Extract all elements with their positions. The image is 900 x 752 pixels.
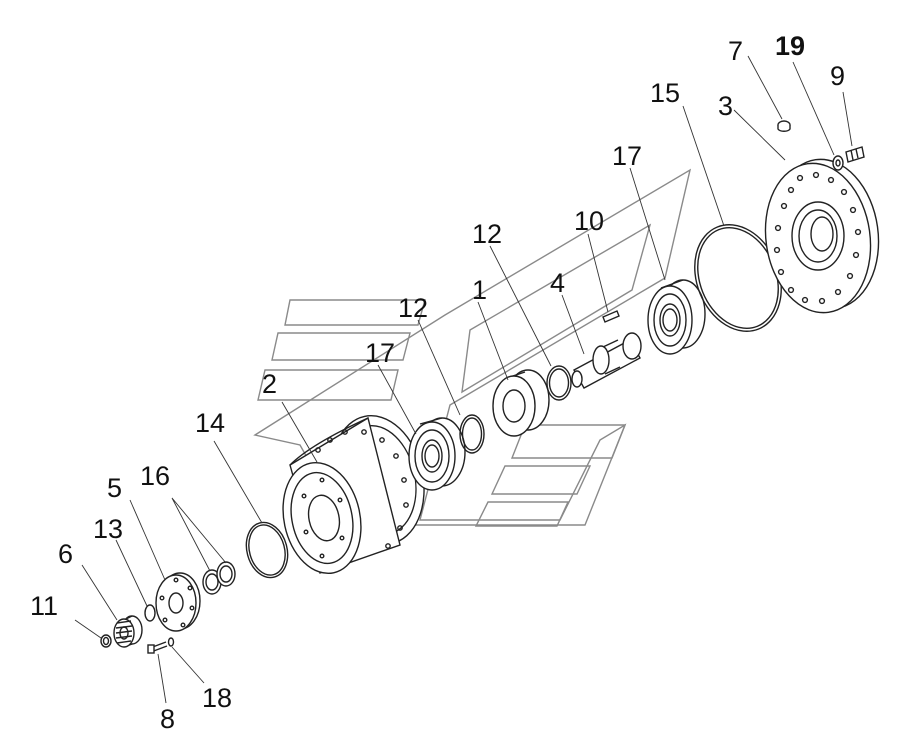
label-part-11: 11 xyxy=(30,591,58,621)
leader-lines xyxy=(74,55,853,704)
part-1-bearing xyxy=(492,369,550,437)
label-part-14: 14 xyxy=(195,408,225,438)
label-part-2: 2 xyxy=(262,369,277,399)
part-3-end-cover xyxy=(764,158,880,314)
part-7-plug xyxy=(777,120,791,132)
label-part-8: 8 xyxy=(160,704,175,734)
label-part-17-right: 17 xyxy=(612,141,642,171)
part-10-key xyxy=(602,310,620,323)
part-2-housing xyxy=(282,415,425,575)
label-part-13: 13 xyxy=(93,514,123,544)
part-17-bearing-right xyxy=(647,279,706,355)
label-part-19: 19 xyxy=(775,31,805,61)
label-part-17-left: 17 xyxy=(365,338,395,368)
label-part-1: 1 xyxy=(472,275,487,305)
part-18-washer xyxy=(167,637,175,647)
label-part-4: 4 xyxy=(550,268,565,298)
label-part-7: 7 xyxy=(728,36,743,66)
part-6-nut xyxy=(113,615,143,648)
part-13-ring xyxy=(144,604,156,622)
part-16-seals xyxy=(202,561,236,595)
part-17-bearing-left xyxy=(408,417,466,491)
part-5-cover-plate xyxy=(155,572,201,632)
label-part-18: 18 xyxy=(202,683,232,713)
part-12-circlip-right xyxy=(546,365,572,401)
label-part-3: 3 xyxy=(718,91,733,121)
label-part-6: 6 xyxy=(58,539,73,569)
label-part-12-right: 12 xyxy=(472,219,502,249)
label-part-5: 5 xyxy=(107,473,122,503)
part-8-bolt xyxy=(147,641,168,654)
part-14-o-ring xyxy=(245,521,289,579)
label-part-10: 10 xyxy=(574,206,604,236)
part-11-o-ring xyxy=(100,634,112,648)
label-part-9: 9 xyxy=(830,61,845,91)
part-4-shaft xyxy=(571,332,642,389)
watermark-logo xyxy=(253,168,692,527)
part-labels: 11 6 13 5 16 14 8 18 2 17 12 1 12 4 10 1… xyxy=(30,31,845,734)
label-part-12-left: 12 xyxy=(398,293,428,323)
label-part-16: 16 xyxy=(140,461,170,491)
part-19-washer xyxy=(832,155,844,171)
part-12-circlip-left xyxy=(459,414,485,454)
label-part-15: 15 xyxy=(650,78,680,108)
part-9-bolt xyxy=(845,146,865,163)
